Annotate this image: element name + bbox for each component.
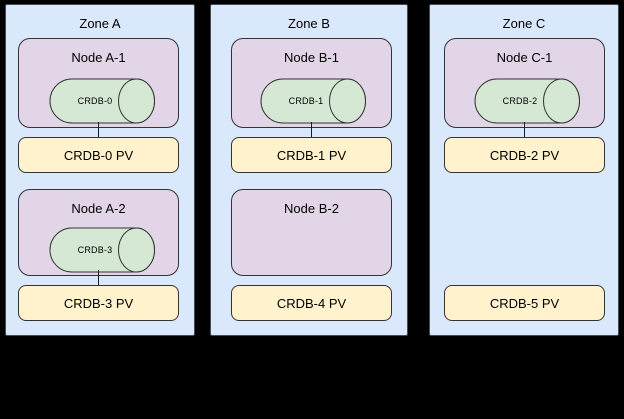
pv-label: CRDB-2 PV (489, 147, 560, 163)
pv-crdb-2: CRDB-2 PV (444, 137, 605, 173)
connector-line (98, 122, 99, 137)
disk-cylinder-icon (474, 78, 580, 124)
zone-a: Zone A Node A-1 CRDB-0 CRDB-0 PV Node A-… (5, 4, 195, 336)
disk-crdb-1: CRDB-1 (260, 78, 366, 124)
pv-crdb-5: CRDB-5 PV (444, 285, 605, 321)
connector-line (524, 122, 525, 137)
node-a-2-label: Node A-2 (71, 201, 126, 216)
disk-crdb-3: CRDB-3 (49, 227, 155, 273)
zone-c: Zone C Node C-1 CRDB-2 CRDB-2 PV CRDB-5 … (429, 4, 619, 336)
connector-line (98, 270, 99, 285)
node-b-1: Node B-1 CRDB-1 (231, 38, 392, 128)
node-c-1-label: Node C-1 (496, 50, 553, 65)
node-b-2: Node B-2 (231, 189, 392, 276)
pv-label: CRDB-3 PV (63, 295, 134, 311)
node-b-2-label: Node B-2 (284, 201, 339, 216)
pv-label: CRDB-5 PV (489, 295, 560, 311)
disk-label: CRDB-3 (77, 245, 113, 255)
disk-cylinder-icon (49, 78, 155, 124)
node-a-2: Node A-2 CRDB-3 (18, 189, 179, 276)
node-a-1-label: Node A-1 (71, 50, 126, 65)
node-b-1-label: Node B-1 (284, 50, 339, 65)
pv-crdb-1: CRDB-1 PV (231, 137, 392, 173)
connector-line (311, 122, 312, 137)
disk-crdb-2: CRDB-2 (474, 78, 580, 124)
disk-crdb-0: CRDB-0 (49, 78, 155, 124)
node-a-1: Node A-1 CRDB-0 (18, 38, 179, 128)
zone-a-label: Zone A (79, 16, 121, 31)
pv-crdb-3: CRDB-3 PV (18, 285, 179, 321)
pv-label: CRDB-1 PV (276, 147, 347, 163)
pv-crdb-4: CRDB-4 PV (231, 285, 392, 321)
pv-label: CRDB-0 PV (63, 147, 134, 163)
disk-cylinder-icon (49, 227, 155, 273)
disk-cylinder-icon (260, 78, 366, 124)
disk-label: CRDB-2 (502, 96, 538, 106)
pv-crdb-0: CRDB-0 PV (18, 137, 179, 173)
node-c-1: Node C-1 CRDB-2 (444, 38, 605, 128)
pv-label: CRDB-4 PV (276, 295, 347, 311)
zone-b: Zone B Node B-1 CRDB-1 CRDB-1 PV Node B-… (210, 4, 408, 336)
zone-c-label: Zone C (502, 16, 546, 31)
disk-label: CRDB-1 (288, 96, 324, 106)
disk-label: CRDB-0 (77, 96, 113, 106)
zone-b-label: Zone B (288, 16, 330, 31)
